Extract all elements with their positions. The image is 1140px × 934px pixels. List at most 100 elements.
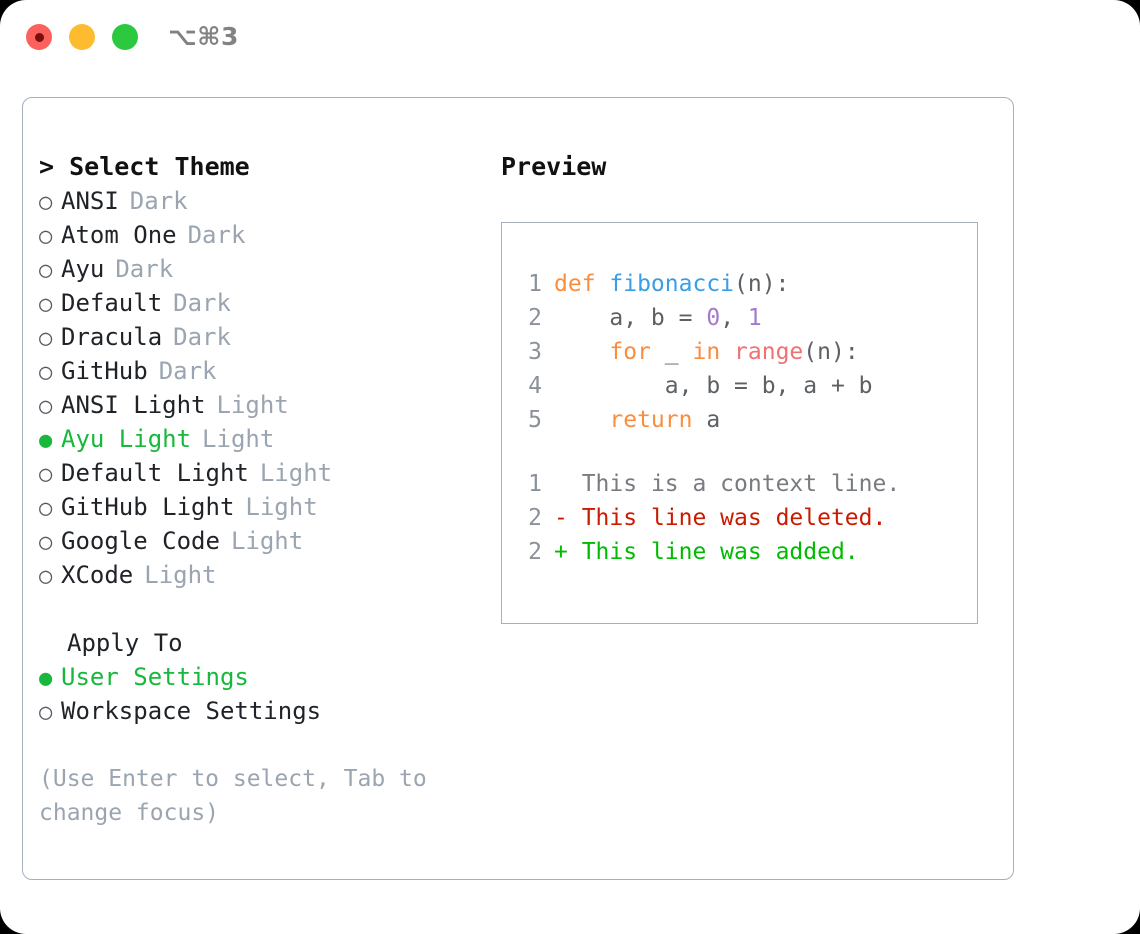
code-line-content: a, b = 0, 1 (554, 301, 762, 335)
theme-option-label: GitHub Light (61, 493, 235, 521)
select-theme-heading: > Select Theme (39, 152, 250, 181)
theme-option-label: Ayu Light (61, 425, 192, 453)
diff-sign (554, 467, 568, 501)
theme-option-ansi[interactable]: ○ ANSI Dark (39, 184, 499, 218)
code-token-plain (720, 339, 734, 365)
theme-option-atom-one[interactable]: ○ Atom One Dark (39, 218, 499, 252)
line-number: 3 (528, 339, 542, 365)
diff-line-group: 1 This is a context line.2- This line wa… (518, 467, 971, 569)
code-line-content: a, b = b, a + b (554, 369, 873, 403)
minimize-button[interactable] (69, 24, 95, 50)
code-token-kw: return (609, 407, 693, 433)
theme-option-variant: Dark (115, 255, 174, 283)
theme-option-variant: Dark (173, 289, 231, 317)
radio-unselected-icon: ○ (39, 360, 53, 385)
keyboard-hint-text: (Use Enter to select, Tab to change focu… (39, 766, 427, 826)
theme-option-ansi-light[interactable]: ○ ANSI Light Light (39, 388, 499, 422)
diff-text: This line was added. (567, 539, 859, 565)
theme-option-variant: Light (202, 425, 275, 453)
theme-option-default-light[interactable]: ○ Default Light Light (39, 456, 499, 490)
radio-unselected-icon: ○ (39, 700, 53, 725)
theme-option-label: Atom One (61, 221, 177, 249)
radio-selected-icon: ● (39, 428, 53, 453)
list-spacer (39, 592, 499, 626)
theme-option-github-light[interactable]: ○ GitHub Light Light (39, 490, 499, 524)
code-token-fn2: range (734, 339, 804, 365)
code-token-plain (554, 339, 609, 365)
theme-option-variant: Dark (187, 221, 246, 249)
close-button[interactable] (26, 24, 52, 50)
theme-option-label: XCode (61, 561, 134, 589)
code-line-content: return a (554, 403, 720, 437)
theme-option-xcode[interactable]: ○ XCode Light (39, 558, 499, 592)
theme-option-variant: Light (259, 459, 333, 487)
code-token-kw: for (609, 339, 651, 365)
code-line-content: for _ in range(n): (554, 335, 859, 369)
code-line: 3 for _ in range(n): (518, 335, 971, 369)
theme-option-variant: Light (144, 561, 217, 589)
code-token-plain: a, b = b, a + b (554, 373, 873, 399)
theme-option-label: ANSI (61, 187, 119, 215)
theme-option-variant: Dark (129, 187, 188, 215)
apply-to-option-workspace-settings[interactable]: ○ Workspace Settings (39, 694, 499, 728)
code-line: 1 def fibonacci(n): (518, 267, 971, 301)
radio-unselected-icon: ○ (39, 190, 53, 215)
radio-unselected-icon: ○ (39, 326, 53, 351)
theme-option-github[interactable]: ○ GitHub Dark (39, 354, 499, 388)
diff-line: 2- This line was deleted. (518, 501, 971, 535)
theme-option-label: ANSI Light (61, 391, 206, 419)
radio-unselected-icon: ○ (39, 258, 53, 283)
code-gap (518, 437, 971, 467)
maximize-button[interactable] (112, 24, 138, 50)
diff-sign: + (554, 539, 568, 565)
code-token-plain: a, b = (554, 305, 707, 331)
theme-option-ayu-light[interactable]: ● Ayu Light Light (39, 422, 499, 456)
radio-unselected-icon: ○ (39, 462, 53, 487)
apply-to-option-list[interactable]: ● User Settings ○ Workspace Settings (39, 660, 499, 728)
diff-text: This line was deleted. (567, 505, 887, 531)
radio-unselected-icon: ○ (39, 564, 53, 589)
apply-to-option-label: Workspace Settings (61, 697, 322, 725)
line-number: 2 (528, 505, 542, 531)
theme-option-label: GitHub (61, 357, 148, 385)
radio-selected-icon: ● (39, 666, 53, 691)
line-number: 1 (528, 271, 542, 297)
theme-option-variant: Dark (158, 357, 217, 385)
diff-sign: - (554, 505, 568, 531)
line-number: 5 (528, 407, 542, 433)
radio-unselected-icon: ○ (39, 496, 53, 521)
code-line: 5 return a (518, 403, 971, 437)
radio-unselected-icon: ○ (39, 530, 53, 555)
code-token-plain: _ (650, 339, 693, 365)
diff-line: 1 This is a context line. (518, 467, 971, 501)
apply-to-option-label: User Settings (61, 663, 249, 691)
line-number: 2 (528, 305, 542, 331)
theme-option-label: Default Light (61, 459, 249, 487)
radio-unselected-icon: ○ (39, 394, 53, 419)
theme-option-label: Google Code (61, 527, 220, 555)
code-line-content: def fibonacci(n): (554, 267, 789, 301)
theme-option-variant: Light (216, 391, 289, 419)
theme-option-variant: Light (245, 493, 318, 521)
radio-unselected-icon: ○ (39, 292, 53, 317)
title-bar: ⌥⌘3 (0, 0, 1140, 78)
theme-option-variant: Dark (173, 323, 231, 351)
code-token-plain: a (692, 407, 721, 433)
code-token-num: 0 (706, 305, 721, 331)
code-token-num: 1 (747, 305, 762, 331)
line-number: 1 (528, 471, 542, 497)
radio-unselected-icon: ○ (39, 224, 53, 249)
code-line: 2 a, b = 0, 1 (518, 301, 971, 335)
code-token-fn: fibonacci (609, 271, 735, 297)
apply-to-option-user-settings[interactable]: ● User Settings (39, 660, 499, 694)
code-token-punc: (n): (803, 339, 859, 365)
